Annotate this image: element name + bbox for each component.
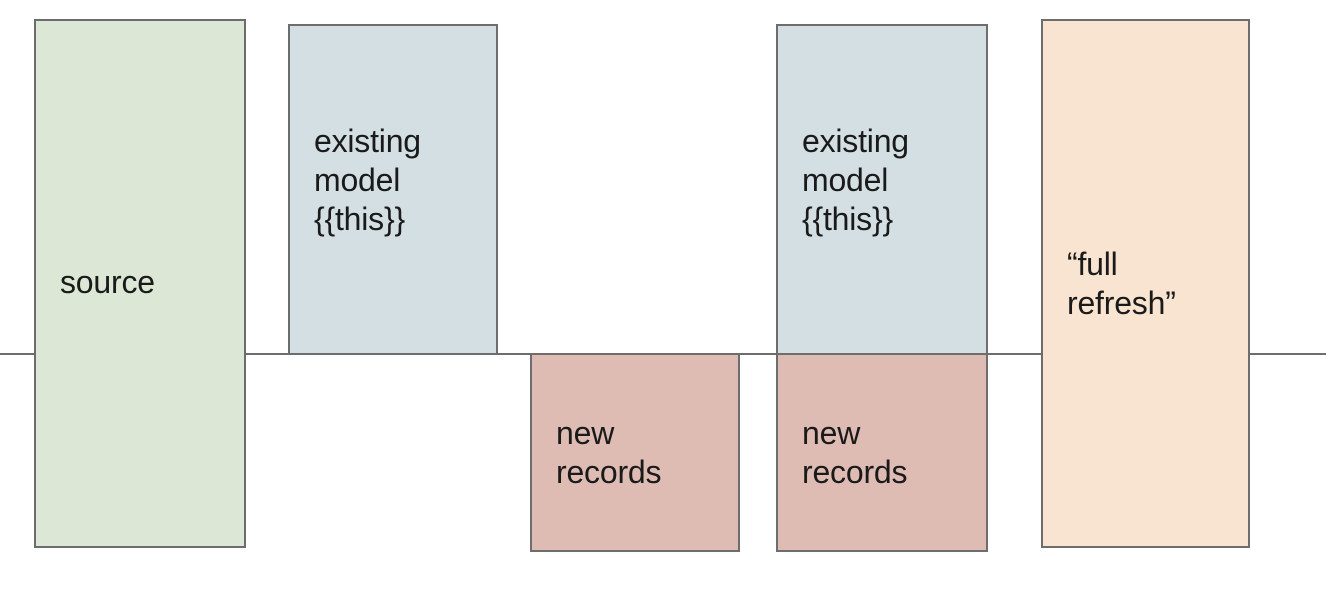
box-source-label: source bbox=[60, 263, 155, 300]
box-source[interactable]: source bbox=[34, 19, 246, 548]
box-new-records-2[interactable]: new records bbox=[776, 353, 988, 552]
box-existing-model-1[interactable]: existing model {{this}} bbox=[288, 24, 498, 355]
box-existing-model-1-label: existing model {{this}} bbox=[314, 123, 421, 237]
box-new-records-2-label: new records bbox=[802, 414, 908, 490]
box-full-refresh-label: “full refresh” bbox=[1067, 245, 1176, 321]
box-existing-model-2[interactable]: existing model {{this}} bbox=[776, 24, 988, 355]
box-new-records-1[interactable]: new records bbox=[530, 353, 740, 552]
box-full-refresh[interactable]: “full refresh” bbox=[1041, 19, 1250, 548]
box-existing-model-2-label: existing model {{this}} bbox=[802, 123, 909, 237]
box-new-records-1-label: new records bbox=[556, 414, 662, 490]
